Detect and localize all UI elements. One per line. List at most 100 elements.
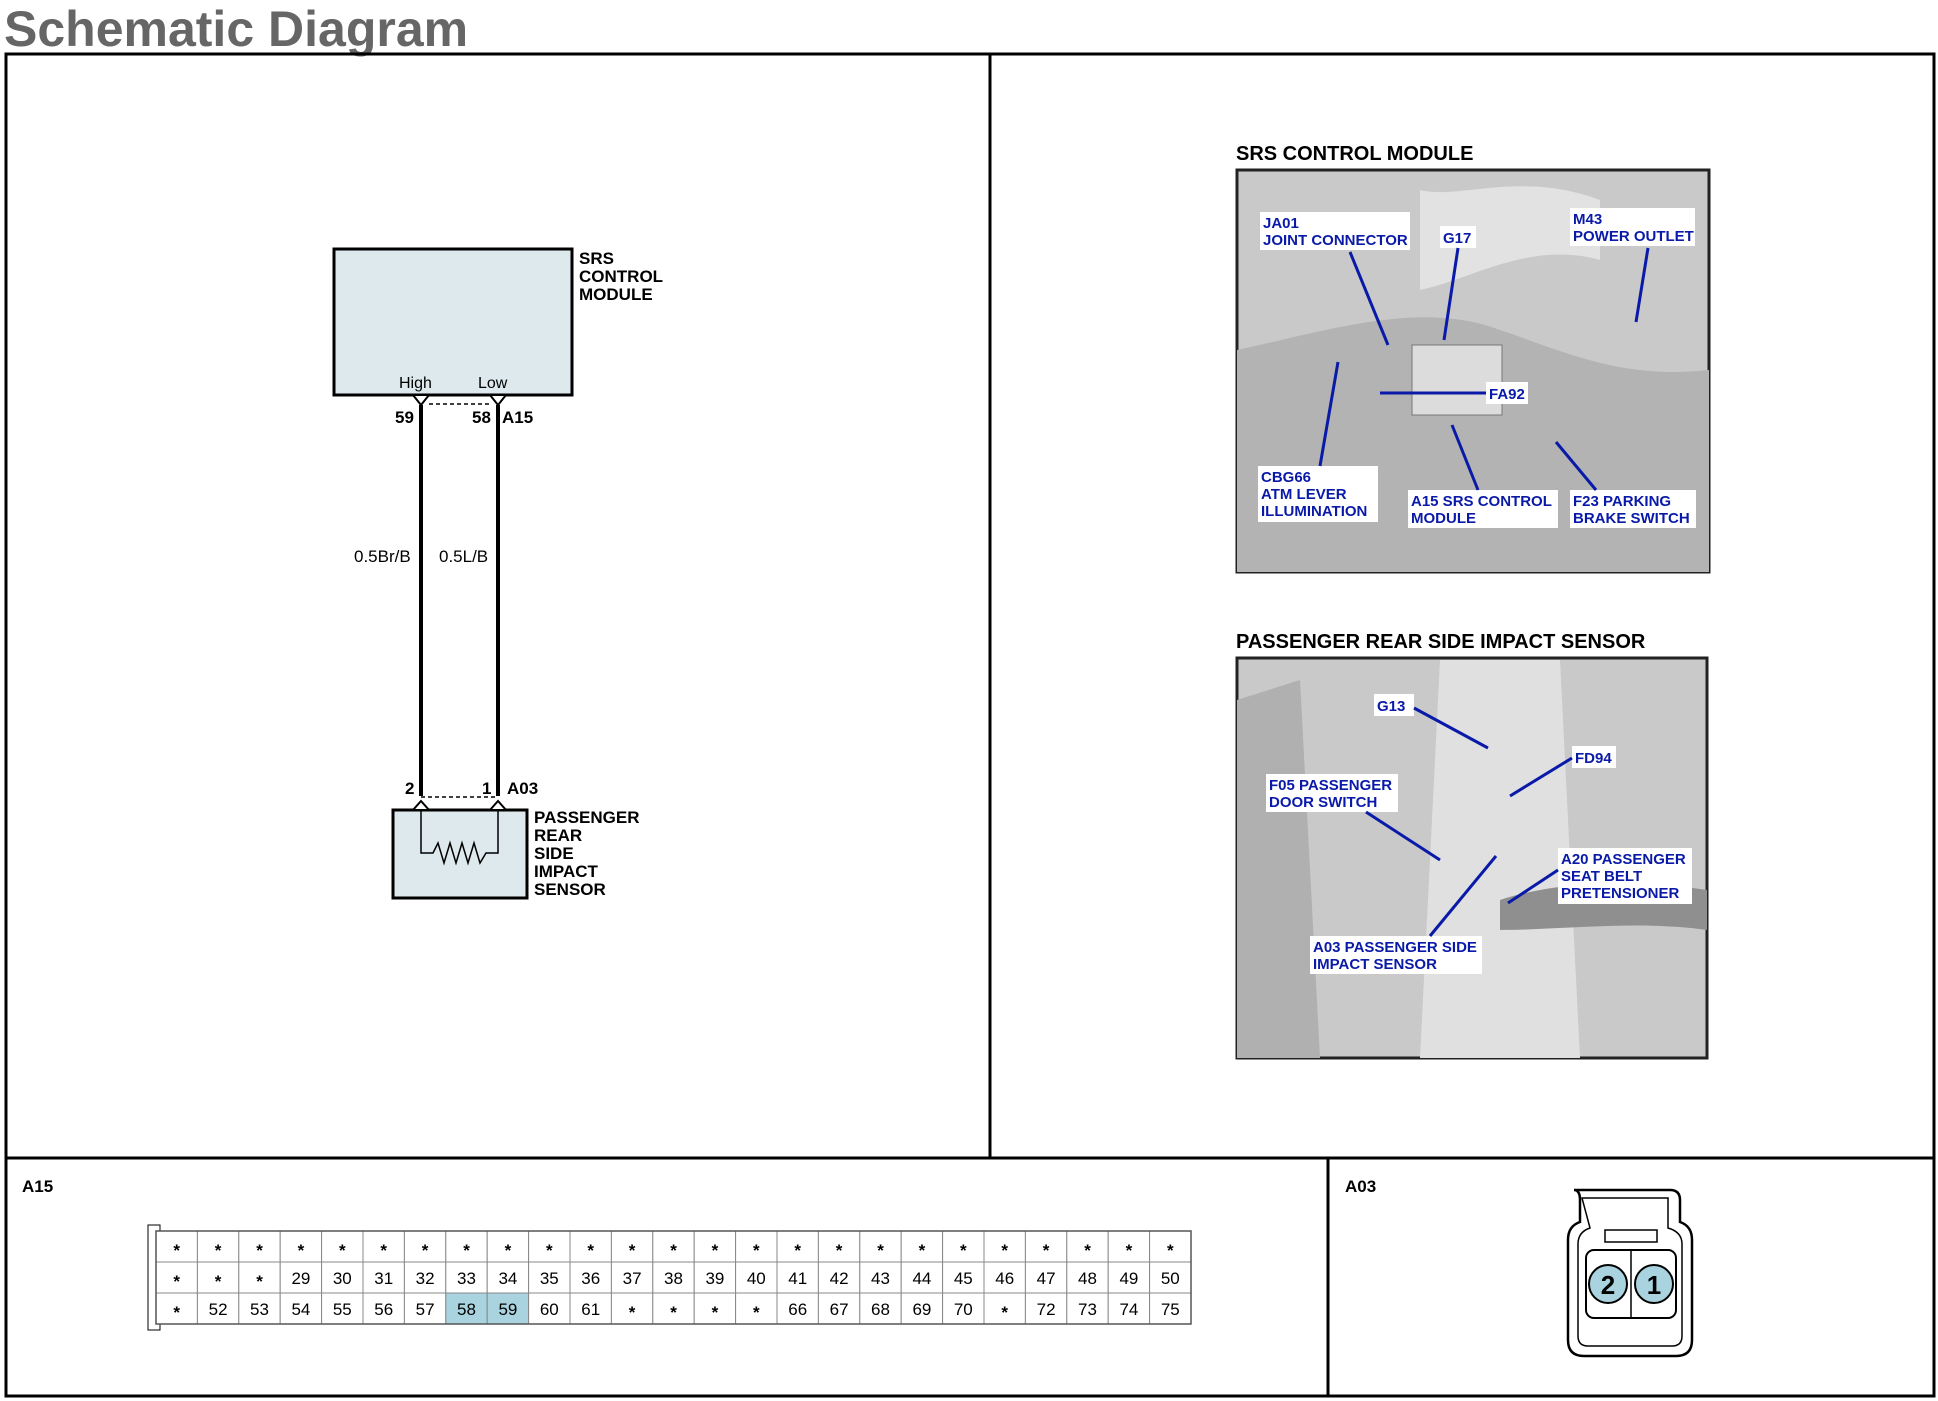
a15-pin-label: 32 — [416, 1269, 435, 1288]
callout-fa92-box — [1486, 382, 1528, 404]
a15-pin-label: * — [629, 1241, 636, 1260]
srs-module-label-3: MODULE — [579, 285, 653, 304]
pin-59-number: 59 — [395, 408, 414, 427]
a15-pin-cell — [362, 1261, 405, 1294]
a15-pin-cell — [1149, 1261, 1192, 1294]
a15-pin-label: 48 — [1078, 1269, 1097, 1288]
callout-fd94: FD94 — [1575, 750, 1612, 767]
a15-pin-label: * — [1043, 1241, 1050, 1260]
connector-a15-label: A15 — [502, 408, 533, 427]
a15-pin-label: 54 — [291, 1300, 310, 1319]
a15-pin-cell — [238, 1230, 281, 1263]
callout-f23-line1: F23 PARKING — [1573, 493, 1671, 510]
a15-pin-cell — [1107, 1292, 1151, 1325]
sensor-photo-title: PASSENGER REAR SIDE IMPACT SENSOR — [1236, 631, 1646, 653]
a15-pin-label: 53 — [250, 1300, 269, 1319]
a15-pin-cell — [486, 1292, 530, 1325]
a15-pin-label: 34 — [498, 1269, 517, 1288]
pin-high-label: High — [399, 375, 432, 392]
a15-pin-label: 58 — [457, 1300, 476, 1319]
a15-pin-cell — [859, 1230, 902, 1263]
sensor-resistor-symbol — [420, 810, 499, 866]
srs-control-module-box — [332, 247, 574, 397]
srs-module-photo-panel: SRS CONTROL MODULE JA01 JOINT CONNECTOR … — [1235, 143, 1711, 574]
a15-pin-label: * — [215, 1272, 222, 1291]
a15-pin-label: 75 — [1161, 1300, 1180, 1319]
connector-pin-59-symbol — [410, 394, 432, 407]
arrow-cbg66 — [1318, 361, 1340, 467]
callout-m43-line2: POWER OUTLET — [1573, 228, 1694, 245]
a15-pin-label: * — [505, 1241, 512, 1260]
callout-ja01-line2: JOINT CONNECTOR — [1263, 232, 1408, 249]
a15-pin-cell — [776, 1261, 819, 1294]
a15-pin-label: 59 — [498, 1300, 517, 1319]
a15-pin-label: * — [712, 1241, 719, 1260]
a15-pin-label: * — [877, 1241, 884, 1260]
arrow-a15 — [1450, 424, 1480, 491]
connector-pin-1-symbol — [487, 799, 509, 811]
srs-photo-title: SRS CONTROL MODULE — [1236, 143, 1473, 165]
connector-a15-title: A15 — [22, 1177, 53, 1196]
a15-pin-label: * — [753, 1303, 760, 1322]
a15-pin-label: 60 — [540, 1300, 559, 1319]
a15-pin-label: * — [670, 1241, 677, 1260]
callout-cbg66-box — [1258, 466, 1378, 522]
callout-f23-box — [1570, 490, 1696, 528]
a15-pin-label: * — [380, 1241, 387, 1260]
a15-pin-cell — [321, 1292, 364, 1325]
a15-pin-label: * — [836, 1241, 843, 1260]
a15-pin-label: * — [1084, 1241, 1091, 1260]
connector-pin-58-symbol — [487, 394, 509, 407]
pin-58-number: 58 — [472, 408, 491, 427]
a15-pin-label: * — [712, 1303, 719, 1322]
a15-pin-label: 40 — [747, 1269, 766, 1288]
photo-pillar — [1420, 660, 1580, 1058]
a15-pin-label: 56 — [374, 1300, 393, 1319]
a15-pin-label: 29 — [291, 1269, 310, 1288]
callout-m43-box — [1570, 208, 1695, 246]
sensor-label-2: REAR — [534, 826, 582, 845]
a15-pin-cell — [1066, 1230, 1109, 1263]
arrow-fd94 — [1509, 756, 1573, 798]
a15-pin-label: * — [298, 1241, 305, 1260]
callout-a15-box — [1408, 490, 1558, 528]
a15-pin-cell — [528, 1230, 571, 1263]
callout-cbg66-line3: ILLUMINATION — [1261, 503, 1367, 520]
connector-a03-pin-2-label: 2 — [1601, 1270, 1615, 1300]
a15-pin-label: * — [919, 1241, 926, 1260]
a15-pin-label: * — [256, 1241, 263, 1260]
a15-pin-label: 45 — [954, 1269, 973, 1288]
a15-pin-cell — [1024, 1261, 1068, 1294]
arrow-g17 — [1442, 247, 1460, 341]
a15-pin-label: * — [1126, 1241, 1133, 1260]
callout-ja01-box — [1260, 212, 1410, 250]
connector-a03-face: 2 1 — [1566, 1188, 1694, 1358]
a15-pin-label: 30 — [333, 1269, 352, 1288]
callout-f05-line1: F05 PASSENGER — [1269, 777, 1392, 794]
a15-pin-label: * — [960, 1241, 967, 1260]
a15-pin-label: 37 — [623, 1269, 642, 1288]
a15-pin-label: * — [463, 1241, 470, 1260]
callout-a15-line1: A15 SRS CONTROL — [1411, 493, 1552, 510]
a15-pin-label: 47 — [1037, 1269, 1056, 1288]
a15-pin-cell — [1149, 1292, 1192, 1325]
a15-pin-label: 44 — [912, 1269, 931, 1288]
connector-a03-pin-1-label: 1 — [1647, 1270, 1661, 1300]
arrow-g13 — [1413, 706, 1489, 750]
a15-pin-label: 61 — [581, 1300, 600, 1319]
a15-pin-label: * — [587, 1241, 594, 1260]
a15-pin-label: 69 — [912, 1300, 931, 1319]
a15-pin-label: 31 — [374, 1269, 393, 1288]
a15-pin-cell — [610, 1261, 654, 1294]
arrow-a20 — [1507, 868, 1559, 905]
callout-ja01-line1: JA01 — [1263, 215, 1299, 232]
a15-pin-label: * — [670, 1303, 677, 1322]
wiring-schematic: SRS CONTROL MODULE High Low 59 58 A15 0.… — [332, 247, 663, 900]
callout-g13-box — [1374, 694, 1414, 716]
a15-pin-label: * — [339, 1241, 346, 1260]
a15-pin-cell — [652, 1292, 695, 1325]
arrow-f23 — [1554, 441, 1598, 491]
callout-a20-line2: SEAT BELT — [1561, 868, 1642, 885]
